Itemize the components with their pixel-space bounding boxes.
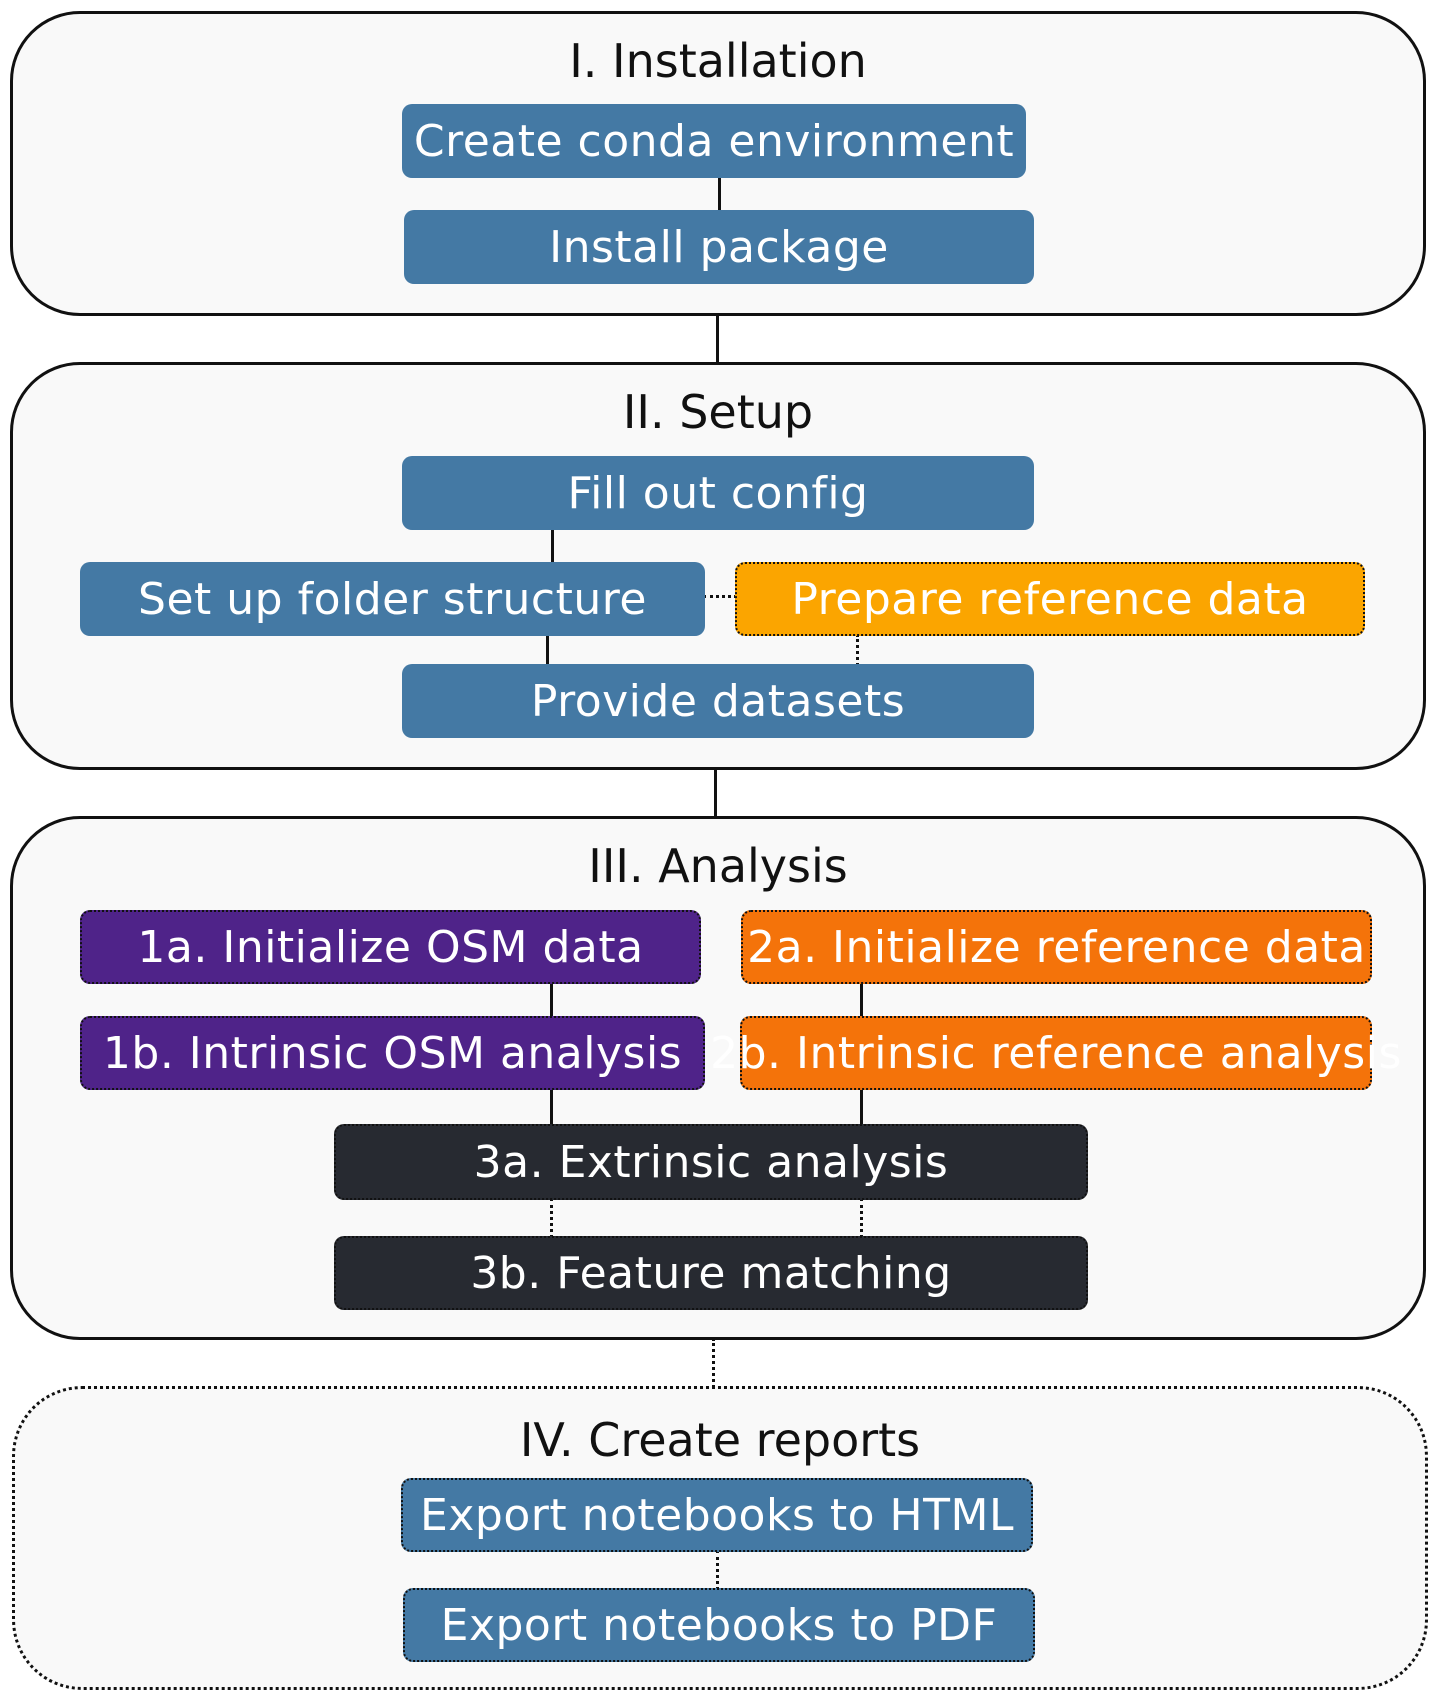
connector-1a-1b [550, 982, 553, 1018]
step-export-notebooks-html: Export notebooks to HTML [401, 1478, 1033, 1552]
step-provide-datasets: Provide datasets [402, 664, 1034, 738]
connector-analysis-reports [712, 1338, 715, 1388]
section-title-setup: II. Setup [622, 385, 814, 439]
connector-2a-2b [860, 982, 863, 1018]
step-set-up-folder-structure: Set up folder structure [80, 562, 705, 636]
step-2a-initialize-reference-data: 2a. Initialize reference data [741, 910, 1372, 984]
step-create-conda-environment: Create conda environment [402, 104, 1026, 178]
section-title-analysis: III. Analysis [588, 839, 848, 893]
connector-folder-datasets [546, 634, 549, 666]
step-3b-feature-matching: 3b. Feature matching [334, 1236, 1088, 1310]
connector-1b-3a [550, 1088, 553, 1126]
connector-config-folder [551, 528, 554, 564]
connector-3a-3b-left [550, 1198, 553, 1238]
section-title-create-reports: IV. Create reports [519, 1413, 921, 1467]
step-2b-intrinsic-reference-analysis: 2b. Intrinsic reference analysis [710, 1016, 1401, 1090]
connector-reference-datasets [856, 634, 859, 666]
step-export-notebooks-pdf: Export notebooks to PDF [403, 1588, 1035, 1662]
connector-folder-reference [703, 595, 737, 598]
section-title-installation: I. Installation [569, 34, 867, 88]
step-install-package: Install package [404, 210, 1034, 284]
step-1a-initialize-osm-data: 1a. Initialize OSM data [80, 910, 701, 984]
connector-conda-install [718, 176, 721, 212]
step-prepare-reference-data: Prepare reference data [735, 562, 1365, 636]
step-3a-extrinsic-analysis: 3a. Extrinsic analysis [334, 1124, 1088, 1200]
connector-2b-3a [860, 1088, 863, 1126]
step-fill-out-config: Fill out config [402, 456, 1034, 530]
connector-html-pdf [716, 1550, 719, 1590]
connector-installation-setup [716, 314, 719, 362]
connector-setup-analysis [714, 768, 717, 816]
step-1b-intrinsic-osm-analysis: 1b. Intrinsic OSM analysis [80, 1016, 705, 1090]
connector-3a-3b-right [860, 1198, 863, 1238]
